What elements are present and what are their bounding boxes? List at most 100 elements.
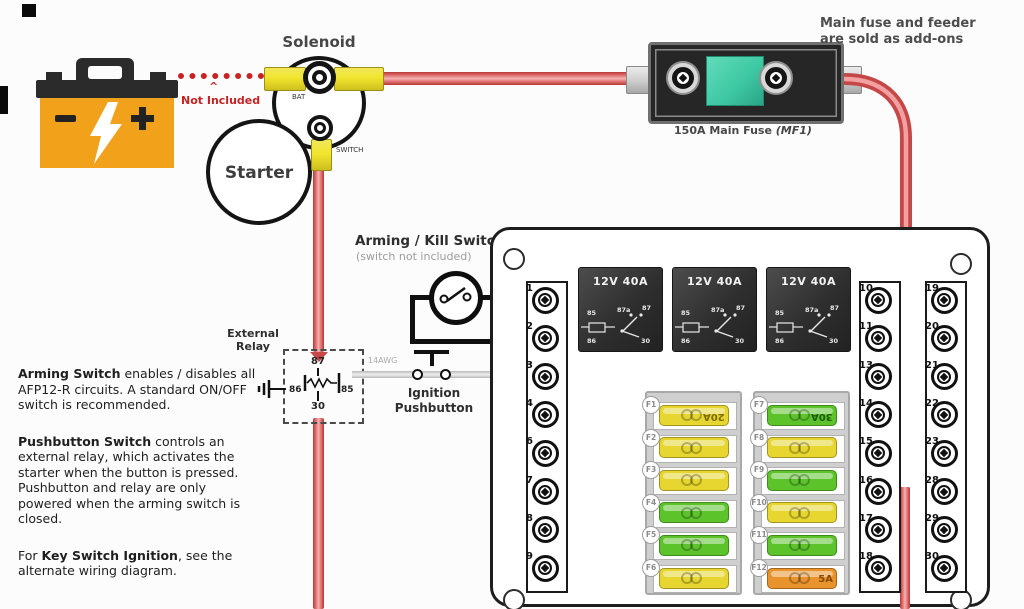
- relay-block-1: 12V 40A 85 87a 87 86 30: [578, 267, 663, 352]
- ground-icon: [257, 380, 286, 398]
- terminal-8: [531, 516, 559, 544]
- external-relay-box: [283, 349, 364, 424]
- fuse-id-label: F6: [642, 559, 660, 577]
- terminal-15: [864, 439, 892, 467]
- not-included-caret: ^: [209, 80, 219, 93]
- fuse-F1: 20A: [659, 404, 729, 426]
- dotted-wire: [178, 73, 264, 79]
- relay-block-2: 12V 40A 85 87a 87 86 30: [672, 267, 757, 352]
- lightning-bolt-icon: [90, 102, 122, 164]
- starter-label: Starter: [224, 163, 294, 183]
- arming-wire: [410, 339, 534, 344]
- fuse-id-label: F2: [642, 428, 660, 447]
- svg-text:30: 30: [641, 337, 651, 345]
- solenoid-bat-ring: [303, 61, 336, 94]
- wire-arrowhead: [310, 352, 328, 362]
- pushbutton-contact: [440, 369, 451, 380]
- starter-body: [206, 119, 312, 225]
- terminal-number: 3: [526, 359, 533, 371]
- battery-terminal: [46, 72, 62, 82]
- bat-terminal-label: BAT: [292, 93, 306, 101]
- terminal-number: 15: [859, 436, 873, 448]
- fuse-amp-label: 30A: [811, 410, 833, 422]
- terminal-7: [531, 478, 559, 505]
- note-paragraph: For Key Switch Ignition, see the alterna…: [18, 547, 233, 579]
- terminal-number: 6: [526, 436, 533, 448]
- terminal-number: 20: [925, 321, 939, 333]
- fuse-F10: [767, 502, 837, 524]
- terminal-number: 18: [859, 551, 873, 563]
- terminal-17: [864, 516, 892, 544]
- terminal-number: 14: [859, 397, 873, 409]
- switch-terminal-label: SWITCH: [336, 146, 364, 154]
- terminal-18: [864, 554, 892, 582]
- panel-screw: [503, 589, 525, 609]
- fuse-id-label: F4: [642, 493, 660, 512]
- terminal-number: 19: [925, 283, 939, 294]
- terminal-29: [930, 516, 958, 544]
- solenoid-switch-ring-inner: [314, 122, 326, 134]
- relay-rating-label: 12V 40A: [687, 275, 742, 288]
- terminal-number: 10: [859, 283, 873, 294]
- panel-feed-wire: [900, 487, 910, 609]
- terminal-4: [531, 401, 559, 429]
- fuse-id-label: F7: [750, 396, 768, 414]
- svg-text:30: 30: [829, 337, 839, 345]
- terminal-22: [930, 401, 958, 429]
- terminal-2: [531, 324, 559, 352]
- terminal-number: 1: [526, 283, 533, 294]
- fuse-id-label: F10: [750, 493, 768, 512]
- terminal-number: 11: [859, 321, 873, 333]
- note-paragraph: Pushbutton Switch controls an external r…: [18, 433, 241, 527]
- svg-text:30: 30: [735, 337, 745, 345]
- terminal-number: 4: [526, 397, 533, 409]
- fuse-amp-label: 5A: [818, 573, 833, 585]
- terminal-number: 16: [859, 474, 873, 486]
- arming-switch-title: Arming / Kill Switch: [355, 233, 505, 249]
- battery-terminal: [150, 72, 166, 82]
- fuse-F4: [659, 502, 729, 524]
- terminal-14: [864, 401, 892, 429]
- terminal-number: 2: [526, 321, 533, 333]
- crop-mark: [0, 86, 8, 114]
- panel-screw: [950, 253, 972, 275]
- fuse-F2: [659, 437, 729, 459]
- relay-schematic: [303, 368, 341, 401]
- main-fuse-note-line2: are sold as add-ons: [820, 32, 964, 47]
- terminal-number: 8: [526, 512, 533, 524]
- terminal-number: 9: [526, 551, 533, 563]
- relay-pin-30: 30: [311, 401, 325, 412]
- wire-switch-to-relay: [313, 162, 324, 352]
- terminal-number: 30: [925, 551, 939, 563]
- feeder-wire: [839, 73, 912, 230]
- arming-wire: [410, 295, 415, 344]
- fuse-F6: [659, 567, 729, 589]
- svg-text:86: 86: [775, 337, 785, 345]
- svg-text:87: 87: [736, 304, 745, 312]
- fuse-F5: [659, 534, 729, 556]
- terminal-3: [531, 363, 559, 391]
- fuse-id-label: F5: [642, 526, 660, 545]
- fuse-id-label: F1: [642, 396, 660, 414]
- solenoid-bat-lug: [264, 67, 306, 91]
- relay-pin-86: 86: [289, 385, 302, 395]
- terminal-23: [930, 439, 958, 467]
- fuse-F8: [767, 437, 837, 459]
- switch-contacts-icon: [439, 286, 472, 304]
- terminal-21: [930, 363, 958, 391]
- terminal-number: 21: [925, 359, 939, 371]
- svg-text:86: 86: [681, 337, 691, 345]
- svg-text:87: 87: [642, 304, 651, 312]
- arming-wire: [410, 295, 431, 300]
- terminal-number: 28: [925, 474, 939, 486]
- arming-switch-subtitle: (switch not included): [356, 250, 472, 263]
- relay-rating-label: 12V 40A: [781, 275, 836, 288]
- fuse-id-label: F9: [750, 461, 768, 480]
- notes-block: Arming Switch enables / disables all AFP…: [18, 366, 262, 600]
- solenoid-switch-lug: [311, 139, 332, 171]
- main-fuse-caption: 150A Main Fuse (MF1): [674, 124, 812, 137]
- note-paragraph: Arming Switch enables / disables all AFP…: [18, 366, 256, 412]
- terminal-number: 22: [925, 397, 939, 409]
